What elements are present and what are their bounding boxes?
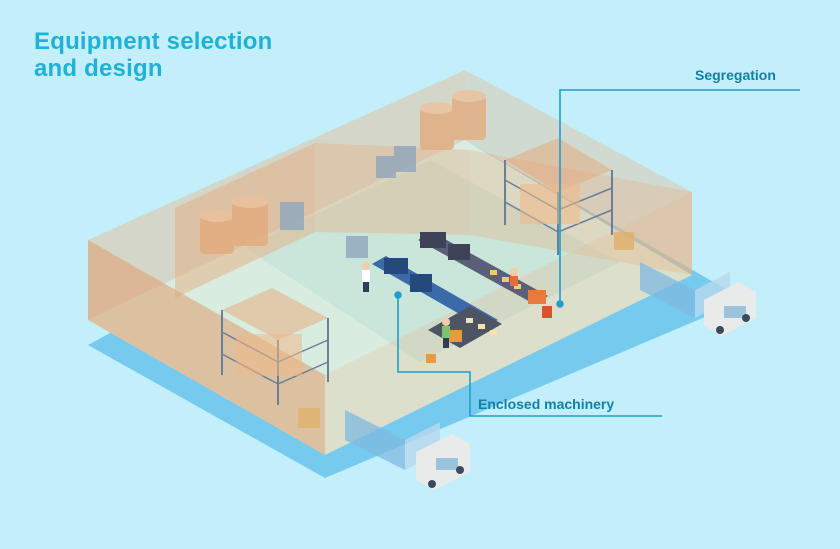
machine-units [280,146,416,258]
truck-right [640,262,756,336]
back-wall-left [88,70,465,320]
callout-line-segregation [556,89,800,308]
page-title: Equipment selection and design [34,28,273,82]
worker [362,262,518,348]
title-line-2: and design [34,55,163,82]
side-wall-right [325,192,692,455]
title-line-1: Equipment selection [34,28,273,55]
storage-rack-right [504,138,613,255]
callout-label-segregation: Segregation [695,67,776,83]
callout-label-enclosed-machinery: Enclosed machinery [478,396,615,412]
partition-wall-2 [315,143,470,235]
storage-rack-left [221,288,329,405]
side-wall-left [88,240,325,455]
silo-tank [200,90,486,254]
truck-left [345,410,470,490]
forklift [298,232,634,428]
floor-zone [245,160,620,362]
partition-wall-3 [470,150,692,275]
callout-line-enclosed-machinery [394,291,662,417]
